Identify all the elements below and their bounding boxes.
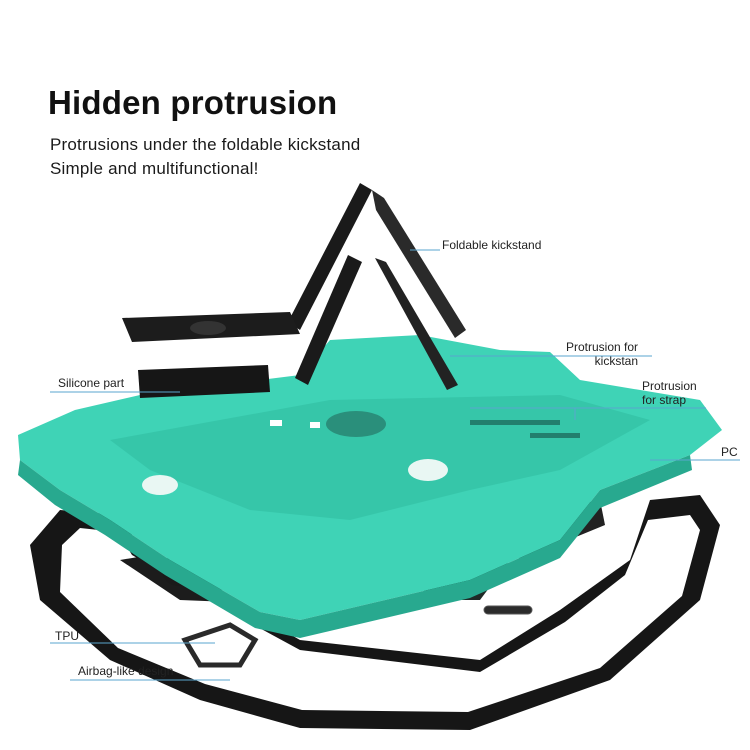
subtitle-line-1: Protrusions under the foldable kickstand: [50, 135, 361, 154]
callout-tpu: TPU: [55, 629, 79, 643]
callout-protrusion-strap-line-2: for strap: [642, 393, 687, 407]
callout-airbag-design: Airbag-like design: [78, 664, 174, 678]
foldable-kickstand: [122, 183, 466, 398]
callout-pc: PC: [721, 445, 738, 459]
callout-protrusion-kickstand: Protrusion for kickstan: [566, 340, 638, 368]
callout-protrusion-strap: Protrusion for strap: [642, 379, 697, 407]
headline: Hidden protrusion: [48, 84, 338, 121]
leader-lines: [50, 249, 740, 681]
callout-protrusion-kickstand-line-2: kickstan: [594, 354, 639, 368]
callout-foldable-kickstand: Foldable kickstand: [442, 238, 542, 252]
callout-silicone-part: Silicone part: [58, 376, 125, 390]
callout-protrusion-kickstand-line-1: Protrusion for: [566, 340, 639, 354]
subtitle-line-2: Simple and multifunctional!: [50, 159, 259, 178]
pc-shell: [18, 335, 722, 638]
callout-protrusion-strap-line-1: Protrusion: [642, 379, 697, 393]
